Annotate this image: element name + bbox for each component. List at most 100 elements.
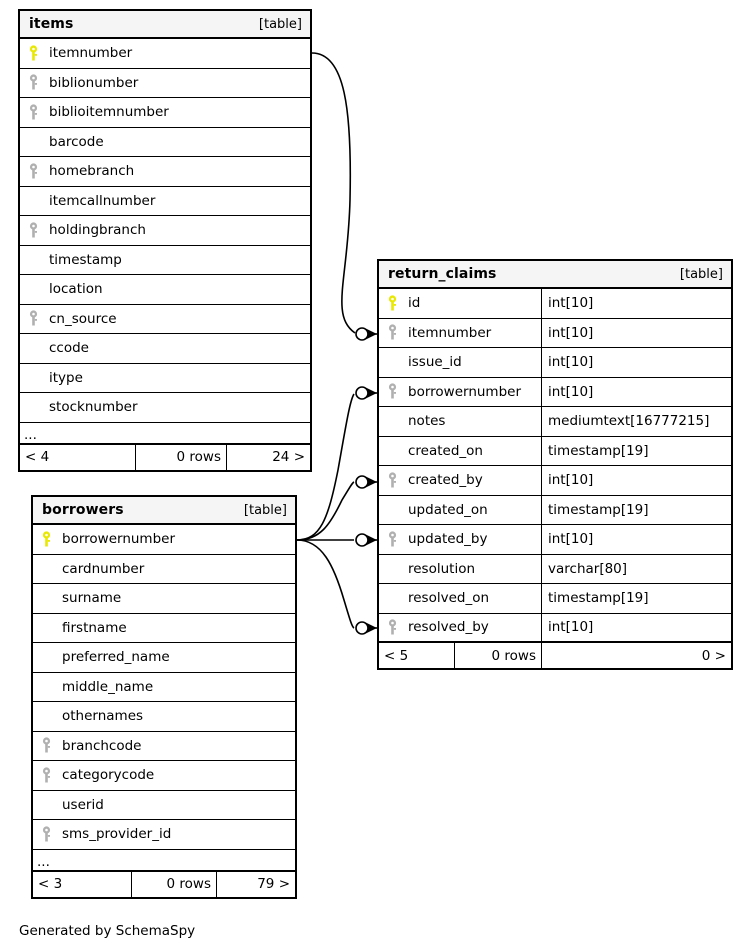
column-label: location [49,281,103,298]
footer-children-count[interactable]: 24 > [226,444,310,470]
column-label: othernames [62,708,144,725]
column-row-holdingbranch[interactable]: holdingbranch [20,216,310,246]
column-type: int[10] [548,354,594,371]
column-row-categorycode[interactable]: categorycode [33,761,295,791]
column-row-surname[interactable]: surname [33,584,295,614]
column-row-itemnumber[interactable]: itemnumber [20,39,310,69]
table-return-claims[interactable]: return_claims [table] id int[10] [377,259,733,670]
column-label: sms_provider_id [62,826,172,843]
column-label: biblionumber [49,74,139,91]
column-row-userid[interactable]: userid [33,791,295,820]
column-row-ccode[interactable]: ccode [20,334,310,364]
footer-parents-count[interactable]: < 3 [38,876,63,892]
column-row-resolved-by[interactable]: resolved_by int[10] [379,613,731,643]
column-label: created_on [408,442,483,459]
column-row-borrowernumber[interactable]: borrowernumber [33,525,295,555]
column-type-cell: int[10] [541,466,731,495]
table-borrowers[interactable]: borrowers [table] borrowernumber c [31,495,297,899]
column-row-cn-source[interactable]: cn_source [20,305,310,334]
column-row-homebranch[interactable]: homebranch [20,157,310,187]
column-type: timestamp[19] [548,590,649,607]
column-name-cell: notes [379,407,541,436]
column-label: middle_name [62,678,154,695]
column-label: stocknumber [49,399,138,416]
table-items[interactable]: items [table] itemnumber [18,9,312,472]
column-row-updated-by[interactable]: updated_by int[10] [379,525,731,555]
column-type: mediumtext[16777215] [548,413,710,430]
column-row-itype[interactable]: itype [20,364,310,393]
primary-key-icon [29,45,49,62]
column-row-location[interactable]: location [20,275,310,305]
column-type: timestamp[19] [548,501,649,518]
column-name-cell: categorycode [33,761,295,790]
column-label: borrowernumber [62,531,176,548]
table-items-kind: [table] [258,16,302,32]
column-type-cell: int[10] [541,348,731,377]
column-name-cell: created_by [379,466,541,495]
column-name-cell: biblionumber [20,69,310,98]
column-label: barcode [49,133,104,150]
column-row-created-by[interactable]: created_by int[10] [379,466,731,496]
column-name-cell: updated_on [379,496,541,525]
column-label: resolved_by [408,619,489,636]
column-row-sms-provider-id[interactable]: sms_provider_id [33,820,295,850]
column-label: homebranch [49,163,135,180]
column-row-itemcallnumber[interactable]: itemcallnumber [20,187,310,216]
column-name-cell: ccode [20,334,310,363]
column-row-preferred-name[interactable]: preferred_name [33,643,295,673]
column-row-timestamp[interactable]: timestamp [20,246,310,275]
table-borrowers-footer: < 3 0 rows 79 > [33,871,295,897]
column-label: firstname [62,619,127,636]
column-type-cell: timestamp[19] [541,584,731,613]
column-row-created-on[interactable]: created_on timestamp[19] [379,436,731,466]
foreign-key-icon [29,104,49,121]
footer-row-count: 0 rows [454,643,541,668]
column-label: holdingbranch [49,222,146,239]
column-row-notes[interactable]: notes mediumtext[16777215] [379,407,731,437]
table-borrowers-kind: [table] [243,502,287,518]
column-label: preferred_name [62,649,170,666]
relationship-borrowers-to-return-claims-resolved-by [296,539,377,635]
column-name-cell: itemcallnumber [20,187,310,216]
column-row-borrowernumber[interactable]: borrowernumber int[10] [379,377,731,407]
column-name-cell: borrowernumber [33,525,295,554]
column-row-firstname[interactable]: firstname [33,614,295,643]
table-return-claims-title: return_claims [388,266,497,282]
column-name-cell: userid [33,791,295,820]
column-row-stocknumber[interactable]: stocknumber [20,393,310,423]
table-items-footer: < 4 0 rows 24 > [20,444,310,470]
column-label: notes [408,413,446,430]
column-name-cell: borrowernumber [379,378,541,407]
column-row-biblionumber[interactable]: biblionumber [20,69,310,98]
column-row-id[interactable]: id int[10] [379,289,731,319]
column-name-cell: cn_source [20,305,310,334]
column-label: resolution [408,560,476,577]
column-type: int[10] [548,619,594,636]
footer-parents-count[interactable]: < 5 [384,647,409,664]
column-label: updated_on [408,501,488,518]
column-type-cell: varchar[80] [541,554,731,583]
footer-children-count[interactable]: 79 > [216,871,295,897]
column-row-biblioitemnumber[interactable]: biblioitemnumber [20,98,310,128]
column-row-resolution[interactable]: resolution varchar[80] [379,554,731,584]
column-row-updated-on[interactable]: updated_on timestamp[19] [379,495,731,525]
column-type: int[10] [548,295,594,312]
column-row-issue-id[interactable]: issue_id int[10] [379,348,731,378]
footer-children-count[interactable]: 0 > [541,643,731,668]
column-row-barcode[interactable]: barcode [20,128,310,157]
column-row-middle-name[interactable]: middle_name [33,673,295,702]
column-row-othernames[interactable]: othernames [33,702,295,732]
column-row-itemnumber[interactable]: itemnumber int[10] [379,318,731,348]
column-name-cell: homebranch [20,157,310,186]
column-row-cardnumber[interactable]: cardnumber [33,555,295,584]
column-label: ccode [49,340,89,357]
column-row-resolved-on[interactable]: resolved_on timestamp[19] [379,584,731,614]
column-name-cell: itype [20,364,310,393]
table-items-title: items [29,16,74,32]
footer-parents-count[interactable]: < 4 [25,449,50,465]
table-return-claims-header: return_claims [table] [379,261,731,289]
column-type-cell: int[10] [541,613,731,641]
footer-row-count: 0 rows [135,444,226,470]
column-row-branchcode[interactable]: branchcode [33,732,295,761]
column-label: surname [62,590,122,607]
